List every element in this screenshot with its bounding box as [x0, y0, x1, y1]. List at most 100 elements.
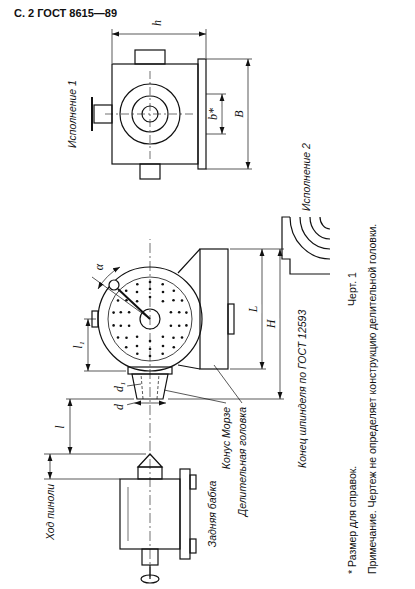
drawing-stroke: [173, 346, 176, 349]
drawing-stroke: [206, 29, 207, 58]
drawing-stroke: [248, 59, 249, 169]
drawing-stroke: [120, 311, 123, 314]
drawing-stroke: [180, 469, 190, 559]
drawing-stroke: [172, 299, 175, 302]
part-name: Конус Морзе: [220, 406, 232, 470]
dividing-head: [92, 249, 234, 399]
dimension-letter: b*: [207, 107, 221, 121]
drawing-stroke: [149, 296, 152, 299]
drawing-stroke: [135, 50, 165, 64]
drawing-stroke: [164, 390, 226, 403]
drawing-stroke: [172, 336, 175, 339]
drawing-stroke: [128, 311, 131, 314]
drawing-stroke: [128, 324, 131, 327]
drawing-stroke: [149, 355, 152, 358]
drawing-stroke: [125, 346, 128, 349]
drawing-stroke: [161, 353, 164, 356]
drawing-stroke: [84, 371, 126, 372]
drawing-stroke: [168, 399, 284, 400]
drawing-stroke: [228, 304, 234, 334]
drawing-stroke: [181, 336, 184, 339]
drawing-stroke: [198, 59, 206, 169]
drawing-stroke: [206, 169, 252, 170]
drawing-stroke: [84, 319, 96, 320]
drawing-stroke: [109, 280, 119, 290]
footnote: * Размер для справок.: [346, 465, 358, 575]
dimension-letter: d₁: [113, 381, 127, 393]
drawing-stroke: [112, 324, 115, 327]
drawing-stroke: [136, 291, 139, 294]
drawing-stroke: [200, 249, 228, 369]
drawing-stroke: [149, 348, 152, 351]
drawing-stroke: [149, 281, 152, 284]
drawing-stroke: [320, 217, 330, 229]
drawing-stroke: [262, 249, 263, 369]
drawing-stroke: [128, 487, 129, 541]
dimension-label: Ход пиноли: [44, 483, 56, 541]
drawing-stroke: [162, 336, 165, 339]
drawing-stroke: [141, 374, 143, 399]
drawing-stroke: [132, 374, 168, 399]
drawing-stroke: [162, 291, 165, 294]
drawing-stroke: [170, 311, 173, 314]
drawing-stroke: [92, 277, 150, 319]
drawing-stroke: [185, 324, 188, 327]
drawing-stroke: [181, 299, 184, 302]
head-side-view: [92, 50, 206, 179]
drawing-stroke: [290, 217, 330, 259]
drawing-stroke: [134, 403, 166, 404]
page-header: С. 2 ГОСТ 8615—89: [14, 7, 117, 19]
part-name: Задняя бабка: [206, 480, 218, 548]
dimension-letter: L: [247, 305, 261, 314]
tailstock: [120, 454, 196, 583]
drawing-stroke: [282, 217, 330, 274]
drawing-stroke: [91, 97, 93, 131]
drawing-stroke: [117, 299, 120, 302]
dimension-letter: h: [151, 19, 165, 27]
drawing-stroke: [118, 289, 150, 319]
drawing-stroke: [230, 249, 284, 250]
axis-line: [150, 239, 151, 577]
drawing-stroke: [170, 324, 173, 327]
drawing-stroke: [190, 475, 196, 489]
drawing-stroke: [178, 249, 200, 369]
drawing-stroke: [178, 311, 181, 314]
spindle-end-sketch: [282, 217, 330, 274]
dimension-letter: α: [93, 263, 107, 271]
drawing-stroke: [178, 324, 181, 327]
drawing-stroke: [206, 94, 226, 95]
drawing-stroke: [310, 217, 330, 239]
drawing-stroke: [126, 403, 134, 405]
dimension-letter: d: [113, 403, 127, 411]
drawing-stroke: [125, 289, 128, 292]
drawing-stroke: [173, 289, 176, 292]
drawing-stroke: [50, 454, 51, 479]
drawing-stroke: [112, 34, 206, 35]
drawing-stroke: [88, 319, 89, 371]
drawing-stroke: [136, 336, 139, 339]
drawing-stroke: [222, 94, 223, 134]
drawing-stroke: [300, 217, 330, 249]
drawing-stroke: [136, 283, 139, 286]
drawing-stroke: [66, 399, 134, 400]
view-label: Исполнение 2: [300, 142, 312, 212]
drawing-stroke: [162, 345, 165, 348]
drawing-stroke: [70, 399, 71, 454]
drawing-stroke: [162, 300, 165, 303]
view-label: Исполнение 1: [66, 79, 78, 149]
drawing-stroke: [230, 369, 266, 370]
dimension-letter: l: [54, 424, 68, 429]
drawing-stroke: [161, 283, 164, 286]
drawing-stroke: [127, 384, 141, 386]
drawing-stroke: [140, 164, 160, 179]
part-name: Конец шпинделя по ГОСТ 12593: [296, 309, 308, 469]
drawing-stroke: [125, 336, 128, 339]
drawing-stroke: [112, 311, 115, 314]
drawing-stroke: [120, 324, 123, 327]
drawing-stroke: [206, 134, 226, 135]
drawing-stroke: [150, 69, 151, 159]
drawing-stroke: [149, 288, 152, 291]
drawing-stroke: [157, 374, 159, 399]
drawing-stroke: [117, 336, 120, 339]
